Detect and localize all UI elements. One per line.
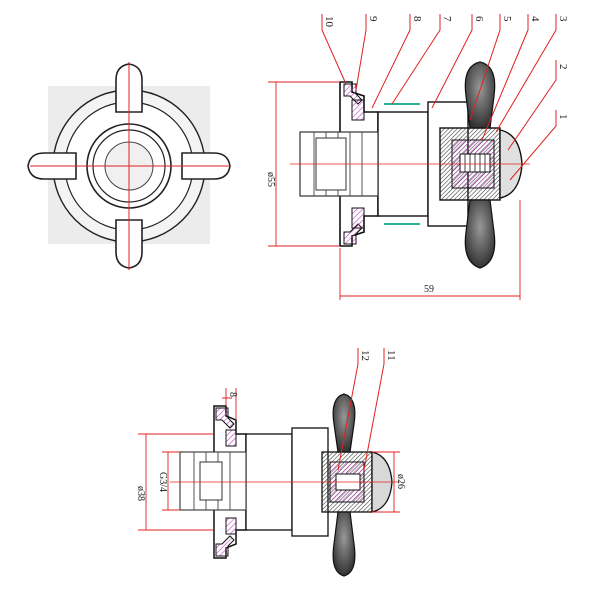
callout-10: 10	[323, 16, 335, 28]
leader-lines-top	[321, 14, 557, 181]
handle-lever-top	[464, 61, 496, 129]
callout-12: 12	[359, 350, 371, 361]
callout-6: 6	[473, 16, 485, 22]
callout-5: 5	[501, 16, 513, 22]
callout-11: 11	[385, 350, 397, 361]
screw-threads	[464, 154, 486, 172]
dim-8: 8	[227, 392, 238, 397]
seal-b	[215, 535, 235, 557]
callout-9: 9	[367, 16, 379, 22]
dim-dia-55: ø55	[265, 172, 276, 187]
spindle-bottom-view	[199, 461, 223, 501]
front-view	[27, 62, 231, 270]
callout-7: 7	[441, 16, 453, 22]
lever-bottom-bottom-view	[332, 511, 356, 577]
callout-4: 4	[529, 16, 541, 22]
seal-a	[215, 407, 235, 429]
seal-c	[225, 429, 237, 447]
leader-lines-bottom	[222, 348, 385, 471]
callout-8: 8	[411, 16, 423, 22]
handle-lever-bottom	[464, 199, 496, 269]
section-view-top	[290, 61, 530, 269]
dim-dia-26: ø26	[395, 474, 406, 489]
callout-3: 3	[557, 16, 569, 22]
dim-dia-38: ø38	[135, 486, 146, 501]
dimension-lines-bottom	[138, 388, 400, 531]
seal-ring-bottom	[351, 207, 365, 229]
seal-d	[225, 517, 237, 535]
callouts-top: 10 9 8 7 6 5 4 3 2 1	[323, 16, 569, 120]
dim-thread: G3/4	[157, 472, 168, 492]
seal-ring-top	[351, 99, 365, 121]
callout-2: 2	[557, 64, 569, 70]
callout-1: 1	[557, 114, 569, 120]
dimension-lines-top	[268, 81, 521, 300]
dim-length-59: 59	[424, 284, 434, 295]
section-view-bottom	[170, 393, 400, 577]
lever-top-bottom-view	[332, 393, 356, 453]
